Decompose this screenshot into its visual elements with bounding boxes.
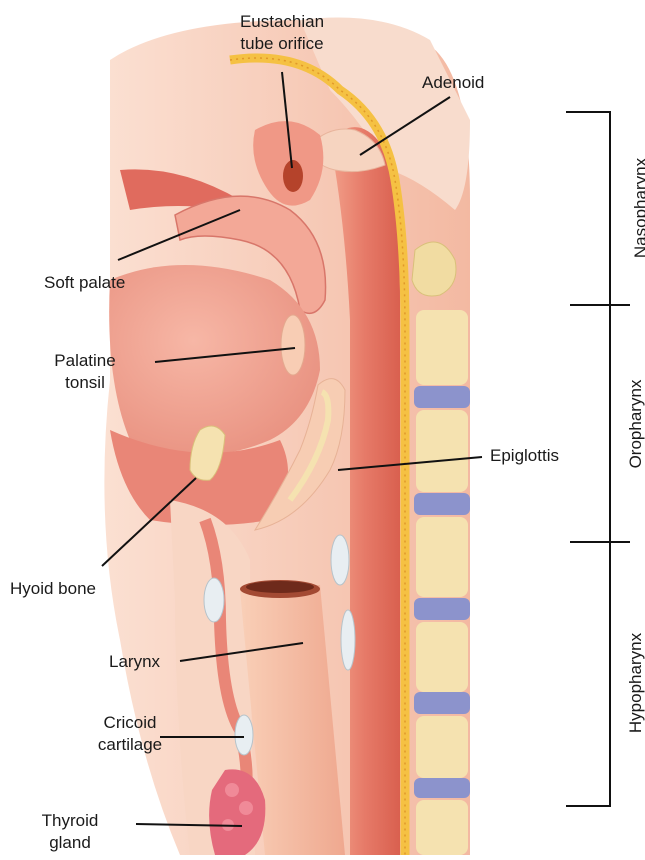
label-epiglottis: Epiglottis xyxy=(490,445,559,467)
palatine-tonsil-tissue xyxy=(281,315,305,375)
disc xyxy=(414,386,470,408)
disc xyxy=(414,692,470,714)
label-eustachian: Eustachian tube orifice xyxy=(222,11,342,55)
disc xyxy=(414,598,470,620)
cricoid-cartilage-shape xyxy=(235,715,253,755)
bracket-nasopharynx xyxy=(566,112,610,305)
label-eustachian-line1: Eustachian xyxy=(222,11,342,33)
vertebra xyxy=(416,410,468,492)
thyroid-gland-tissue xyxy=(209,769,265,855)
label-palatine-line2: tonsil xyxy=(40,372,130,394)
label-hyoid-bone: Hyoid bone xyxy=(10,578,96,600)
label-eustachian-line2: tube orifice xyxy=(222,33,342,55)
region-hypopharynx: Hypopharynx xyxy=(626,623,645,743)
vertebra xyxy=(416,517,468,597)
bracket-hypopharynx xyxy=(566,542,610,806)
label-thyroid-line1: Thyroid xyxy=(20,810,120,832)
vertebra xyxy=(416,622,468,692)
disc xyxy=(414,493,470,515)
region-brackets xyxy=(566,112,630,806)
label-palatine-line1: Palatine xyxy=(40,350,130,372)
label-soft-palate: Soft palate xyxy=(44,272,125,294)
label-thyroid-gland: Thyroid gland xyxy=(20,810,120,854)
label-cricoid-line1: Cricoid xyxy=(80,712,180,734)
vertebra xyxy=(416,310,468,385)
thyroid-cartilage xyxy=(204,578,224,622)
disc xyxy=(414,778,470,798)
label-larynx: Larynx xyxy=(109,651,160,673)
bracket-oropharynx xyxy=(570,305,610,542)
eustachian-opening xyxy=(283,160,303,192)
region-nasopharynx: Nasopharynx xyxy=(631,153,645,263)
label-adenoid: Adenoid xyxy=(422,72,484,94)
label-cricoid-cartilage: Cricoid cartilage xyxy=(80,712,180,756)
label-cricoid-line2: cartilage xyxy=(80,734,180,756)
cervical-spine xyxy=(412,242,470,855)
label-palatine-tonsil: Palatine tonsil xyxy=(40,350,130,394)
region-oropharynx: Oropharynx xyxy=(626,369,645,479)
vertebra xyxy=(416,800,468,855)
vertebra xyxy=(416,716,468,778)
label-thyroid-line2: gland xyxy=(20,832,120,854)
